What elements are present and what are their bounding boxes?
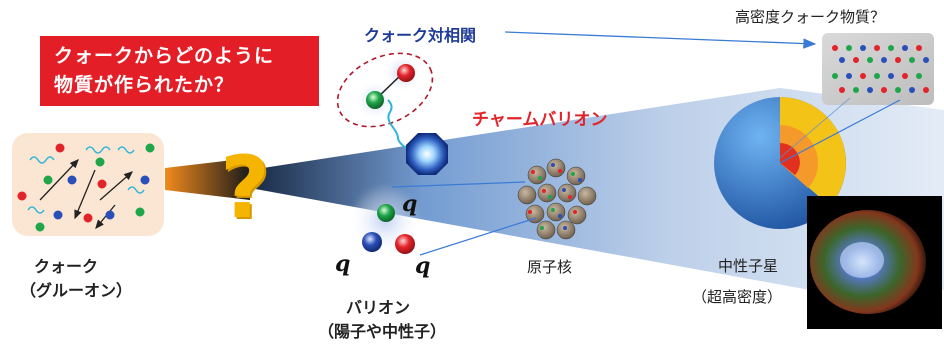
- beam-tail: [165, 158, 250, 200]
- quark-correlation-label: クォーク対相関: [364, 26, 477, 45]
- baryon-icon: [349, 184, 421, 256]
- quark-label: クォーク: [34, 257, 99, 276]
- gluon-label: （グルーオン）: [20, 281, 133, 300]
- question-mark: ?: [220, 138, 270, 238]
- charm-baryon-icon: [406, 133, 448, 175]
- diquark-pair: [336, 52, 434, 149]
- baryon-label: バリオン: [346, 298, 411, 317]
- quark-box: [12, 133, 164, 236]
- nucleus-label: 原子核: [527, 258, 573, 276]
- banner-line-1: クォークからどのように: [54, 45, 275, 67]
- baryon-to-nucleus-line-2: [419, 217, 537, 256]
- question-banner: クォークからどのように 物質が作られたか？: [40, 36, 319, 106]
- star-core-line-2: [759, 97, 851, 176]
- dense-matter-grid: [822, 33, 934, 105]
- q-label-left: q: [335, 251, 351, 277]
- charm-baryon-label: チャームバリオン: [472, 110, 608, 130]
- dense-matter-label: 高密度クォーク物質？: [735, 8, 886, 26]
- neutron-star-label: 中性子星: [718, 257, 779, 275]
- baryon-sub-label: （陽子や中性子）: [318, 322, 447, 341]
- banner-line-2: 物質が作られたか？: [54, 74, 235, 96]
- q-label-top: q: [402, 191, 418, 217]
- baryon-to-nucleus-line: [391, 181, 526, 188]
- star-core-to-matter-line: [779, 99, 901, 164]
- q-label-right: q: [415, 253, 431, 279]
- nebula-image: [807, 196, 942, 329]
- nucleus-icon: [517, 158, 597, 240]
- neutron-star-sub-label: （超高密度）: [692, 288, 783, 306]
- correlation-arrow: [504, 31, 817, 49]
